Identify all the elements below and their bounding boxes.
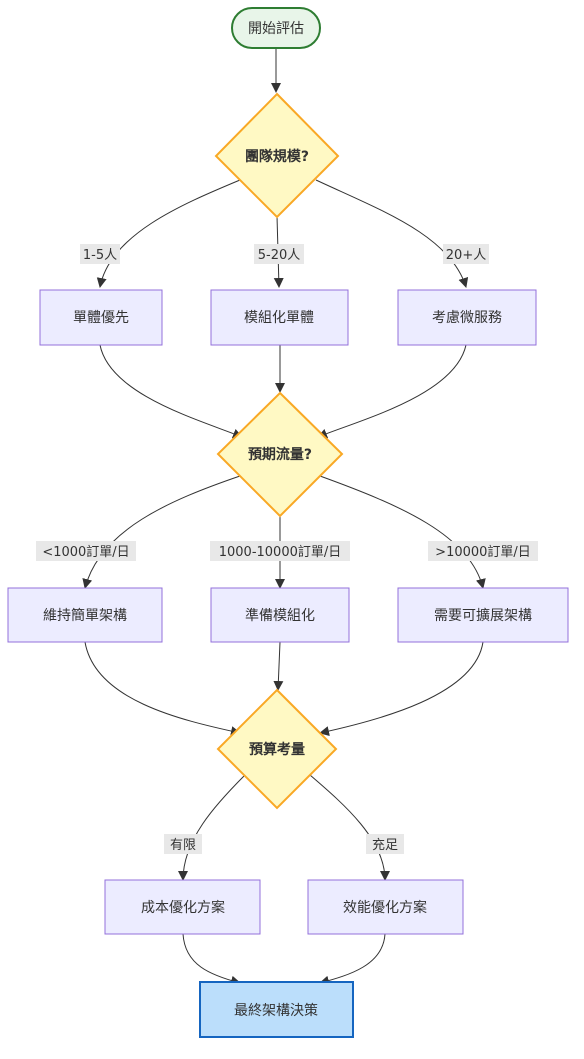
node-performance-optimized-label: 效能優化方案	[343, 899, 427, 916]
node-consider-microservices: 考慮微服務	[397, 289, 537, 346]
edge-label-budget-limited: 有限	[164, 834, 202, 854]
edge-label-budget-sufficient: 充足	[366, 834, 404, 854]
node-start: 開始評估	[231, 7, 321, 49]
edge-labels: 1-5人 5-20人 20+人 <1000訂單/日 1000-10000訂單/日…	[36, 244, 538, 854]
node-team-size-decision: 團隊規模?	[214, 92, 340, 219]
node-performance-optimized: 效能優化方案	[307, 879, 464, 935]
edge-label-traffic-low-text: <1000訂單/日	[42, 544, 129, 560]
edge-label-team-small-text: 1-5人	[83, 248, 117, 263]
node-keep-simple: 維持簡單架構	[7, 587, 163, 643]
edge-keep-simple-to-budget	[84, 641, 241, 736]
edge-label-traffic-low: <1000訂單/日	[36, 541, 136, 561]
nodes: 開始評估 團隊規模? 單體優先 模組化單體 考慮微服務 預期流量?	[7, 7, 569, 1038]
edge-label-budget-limited-text: 有限	[170, 838, 196, 853]
node-cost-optimized-label: 成本優化方案	[141, 899, 225, 916]
edge-label-team-medium-text: 5-20人	[258, 248, 301, 263]
edges	[82, 48, 486, 986]
node-monolith-first: 單體優先	[39, 289, 163, 346]
node-need-scalable-label: 需要可擴展架構	[434, 607, 532, 624]
edge-prepare-modular-to-budget	[273, 641, 284, 691]
edge-performance-to-final	[319, 933, 386, 986]
node-modular-monolith: 模組化單體	[210, 289, 349, 346]
edge-scalable-to-budget	[319, 641, 484, 736]
edge-label-budget-sufficient-text: 充足	[372, 837, 398, 853]
node-start-label: 開始評估	[248, 21, 304, 37]
edge-team-size-to-monolith	[96, 179, 241, 288]
edge-label-traffic-mid: 1000-10000訂單/日	[210, 541, 350, 561]
node-need-scalable: 需要可擴展架構	[397, 587, 569, 643]
edge-monolith-to-traffic	[99, 344, 243, 439]
node-prepare-modular-label: 準備模組化	[245, 608, 315, 624]
edge-label-team-large-text: 20+人	[446, 248, 486, 263]
node-modular-monolith-label: 模組化單體	[244, 310, 314, 326]
edge-microservices-to-traffic	[317, 344, 467, 439]
edge-team-size-to-microservices	[315, 179, 469, 288]
edge-label-team-large: 20+人	[443, 244, 489, 264]
edge-label-team-medium: 5-20人	[254, 244, 304, 264]
node-final-decision: 最終架構決策	[199, 981, 354, 1038]
node-team-size-label: 團隊規模?	[245, 148, 309, 165]
edge-label-traffic-mid-text: 1000-10000訂單/日	[219, 544, 342, 560]
node-keep-simple-label: 維持簡單架構	[43, 608, 127, 624]
edge-budget-to-performance	[309, 774, 390, 881]
edge-label-traffic-high-text: >10000訂單/日	[435, 544, 531, 560]
node-consider-microservices-label: 考慮微服務	[432, 310, 502, 326]
edge-label-traffic-high: >10000訂單/日	[428, 541, 538, 561]
node-final-decision-label: 最終架構決策	[234, 1002, 318, 1019]
edge-budget-to-cost	[178, 774, 246, 881]
edge-traffic-to-scalable	[319, 475, 486, 589]
edge-traffic-to-keep-simple	[82, 475, 241, 589]
node-cost-optimized: 成本優化方案	[104, 879, 261, 935]
node-prepare-modular: 準備模組化	[210, 587, 350, 643]
node-budget-label: 預算考量	[249, 741, 305, 758]
node-budget-decision: 預算考量	[216, 688, 338, 810]
node-expected-traffic-decision: 預期流量?	[216, 391, 344, 518]
node-expected-traffic-label: 預期流量?	[248, 446, 312, 463]
node-monolith-first-label: 單體優先	[73, 310, 129, 326]
edge-label-team-small: 1-5人	[80, 244, 120, 264]
edge-cost-to-final	[182, 933, 241, 986]
